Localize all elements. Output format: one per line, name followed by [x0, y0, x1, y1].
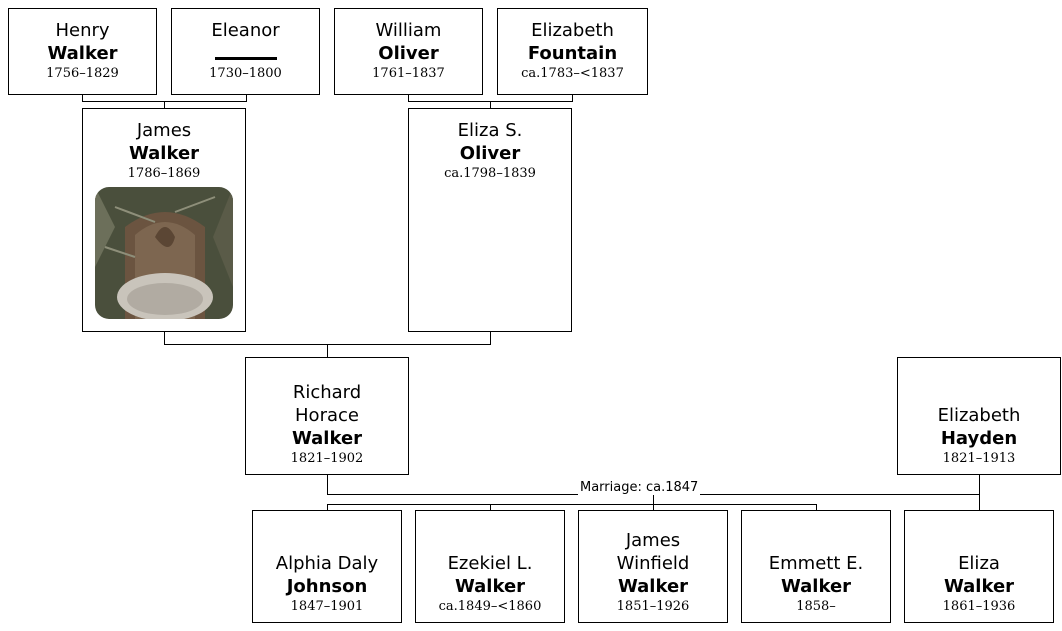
- given-name-line-2: Winfield: [616, 553, 690, 574]
- given-name: Elizabeth: [531, 20, 614, 41]
- connector-child-4: [816, 504, 817, 511]
- surname: Walker: [943, 576, 1015, 597]
- given-name-line-2: Horace: [295, 405, 359, 426]
- connector-richard-down: [327, 474, 328, 495]
- connector-elizabeth-f-down: [572, 94, 573, 102]
- connector-child-5: [979, 494, 980, 511]
- surname: Oliver: [459, 143, 521, 164]
- marriage-label: Marriage: ca.1847: [578, 480, 701, 495]
- gravestone-photo[interactable]: [95, 187, 233, 319]
- gravestone-photo-image: [95, 187, 233, 319]
- life-dates: ca.1798–1839: [444, 166, 536, 181]
- connector-children-bar: [327, 504, 817, 505]
- given-name: Alphia Daly: [275, 553, 379, 574]
- given-name: Ezekiel L.: [447, 553, 533, 574]
- unknown-surname-line: [214, 42, 277, 60]
- life-dates: 1861–1936: [942, 599, 1016, 614]
- life-dates: ca.1783–<1837: [521, 66, 624, 81]
- person-ezekiel-l-walker[interactable]: Ezekiel L. Walker ca.1849–<1860: [415, 510, 565, 623]
- surname: Walker: [291, 428, 363, 449]
- life-dates: 1821–1902: [290, 451, 364, 466]
- person-william-oliver[interactable]: William Oliver 1761–1837: [334, 8, 483, 95]
- life-dates: 1821–1913: [942, 451, 1016, 466]
- person-emmett-e-walker[interactable]: Emmett E. Walker 1858–: [741, 510, 891, 623]
- person-eliza-s-oliver[interactable]: Eliza S. Oliver ca.1798–1839: [408, 108, 572, 332]
- life-dates: 1761–1837: [372, 66, 445, 81]
- connector-child-3: [653, 494, 654, 511]
- person-richard-horace-walker[interactable]: Richard Horace Walker 1821–1902: [245, 357, 409, 475]
- person-elizabeth-hayden[interactable]: Elizabeth Hayden 1821–1913: [897, 357, 1061, 475]
- life-dates: 1756–1829: [46, 66, 119, 81]
- given-name-line-1: Richard: [292, 382, 362, 403]
- connector-elizabeth-h-down: [979, 474, 980, 495]
- life-dates: 1851–1926: [616, 599, 690, 614]
- given-name: Elizabeth: [937, 405, 1021, 426]
- person-eleanor[interactable]: Eleanor 1730–1800: [171, 8, 320, 95]
- connector-parents-2-child: [490, 101, 491, 109]
- life-dates: 1847–1901: [290, 599, 364, 614]
- life-dates: ca.1849–<1860: [438, 599, 542, 614]
- person-james-winfield-walker[interactable]: James Winfield Walker 1851–1926: [578, 510, 728, 623]
- surname: Oliver: [378, 43, 439, 64]
- connector-child-2: [490, 504, 491, 511]
- life-dates: 1858–: [796, 599, 836, 614]
- connector-child-1: [327, 504, 328, 511]
- surname: Walker: [454, 576, 526, 597]
- person-james-walker[interactable]: James Walker 1786–1869: [82, 108, 246, 332]
- connector-james-down: [164, 331, 165, 345]
- given-name: Emmett E.: [768, 553, 864, 574]
- connector-eliza-s-down: [490, 331, 491, 345]
- connector-parents-3-child: [327, 344, 328, 358]
- given-name: Eliza: [958, 553, 1000, 574]
- life-dates: 1786–1869: [127, 166, 201, 181]
- given-name-line-1: James: [625, 530, 681, 551]
- connector-william-down: [408, 94, 409, 102]
- connector-henry-eleanor: [82, 94, 83, 102]
- surname: Fountain: [527, 43, 618, 64]
- surname: Walker: [617, 576, 689, 597]
- given-name: Eliza S.: [457, 120, 523, 141]
- given-name: Eleanor: [211, 20, 280, 41]
- connector-parents-1-child: [164, 101, 165, 109]
- person-henry-walker[interactable]: Henry Walker 1756–1829: [8, 8, 157, 95]
- connector-eleanor-down: [246, 94, 247, 102]
- given-name: William: [375, 20, 442, 41]
- life-dates: 1730–1800: [209, 66, 282, 81]
- given-name: James: [136, 120, 192, 141]
- surname: Walker: [47, 43, 118, 64]
- person-eliza-walker[interactable]: Eliza Walker 1861–1936: [904, 510, 1054, 623]
- surname: Johnson: [286, 576, 368, 597]
- surname: Walker: [780, 576, 852, 597]
- surname: Hayden: [940, 428, 1018, 449]
- person-alphia-daly-johnson[interactable]: Alphia Daly Johnson 1847–1901: [252, 510, 402, 623]
- surname: Walker: [128, 143, 200, 164]
- person-elizabeth-fountain[interactable]: Elizabeth Fountain ca.1783–<1837: [497, 8, 648, 95]
- given-name: Henry: [55, 20, 110, 41]
